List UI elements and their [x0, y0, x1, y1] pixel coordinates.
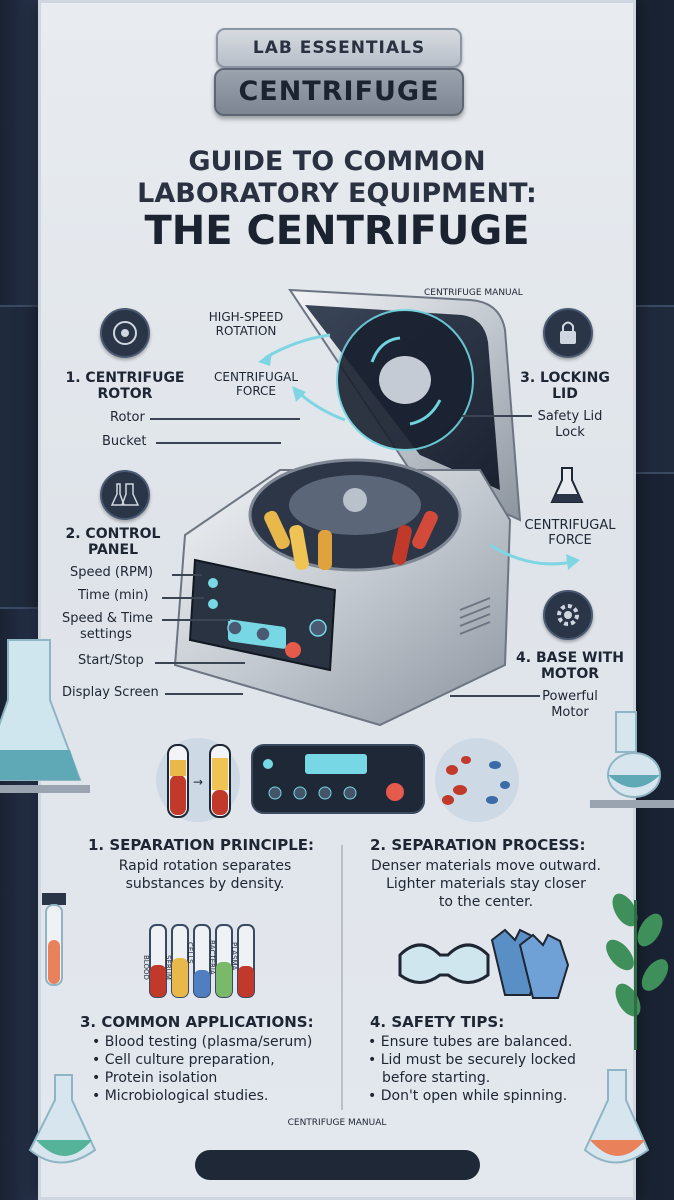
- badge-text: CENTRIFUGE: [238, 76, 440, 107]
- time-label: Time (min): [78, 588, 149, 603]
- base-title-1: 4. BASE WITH: [516, 650, 624, 666]
- title-line-3: THE CENTRIFUGE: [144, 208, 530, 254]
- s2-title: 2. SEPARATION PROCESS:: [370, 836, 586, 854]
- time-leader: [162, 597, 204, 599]
- s4-item: before starting.: [382, 1070, 491, 1086]
- speed-label: Speed (RPM): [70, 565, 154, 580]
- lid-title-1: 3. LOCKING: [520, 370, 610, 386]
- bottom-bar: [195, 1150, 480, 1180]
- base-sub-2: Motor: [551, 705, 589, 720]
- s1-line1: Rapid rotation separates: [118, 858, 292, 874]
- force-arrow-right: [489, 543, 573, 566]
- rotor-icon: [100, 308, 150, 358]
- tube-label-5: PLASMA: [230, 942, 238, 971]
- base-title-2: MOTOR: [540, 666, 600, 682]
- gear-icon: [543, 590, 593, 640]
- kicker-text: LAB ESSENTIALS: [252, 38, 426, 58]
- s3-item: • Microbiological studies.: [92, 1088, 269, 1104]
- high-speed-label-2: ROTATION: [215, 324, 277, 338]
- display-leader: [165, 693, 243, 695]
- badge-banner: CENTRIFUGE: [214, 68, 464, 116]
- gloves-icon: [490, 928, 570, 999]
- force-right-label-1: CENTRIFUGAL: [524, 518, 616, 533]
- force-right-label-2: FORCE: [548, 533, 592, 548]
- s3-item: • Cell culture preparation,: [92, 1052, 275, 1068]
- settings-label-2: settings: [80, 627, 132, 642]
- speed-leader: [172, 574, 202, 576]
- title-line-1: GUIDE TO COMMON: [188, 146, 486, 177]
- flask-right: [590, 711, 674, 808]
- s4-title: 4. SAFETY TIPS:: [370, 1013, 505, 1031]
- plant-illustration: [606, 893, 669, 1050]
- rotor-label: Rotor: [110, 410, 145, 425]
- force-left-label-2: FORCE: [235, 384, 277, 398]
- flask-bottom-left: [28, 1074, 97, 1164]
- lid-sub-2: Lock: [555, 425, 585, 440]
- tube-label-4: BACTERIA: [208, 940, 216, 975]
- tube-separation-illustration: →: [156, 738, 240, 822]
- control-title-2: PANEL: [87, 542, 138, 558]
- centrifuge-body: [173, 458, 512, 727]
- s4-item: • Ensure tubes are balanced.: [368, 1034, 573, 1050]
- lock-icon: [543, 308, 593, 358]
- rotor-title-1: 1. CENTRIFUGE: [65, 370, 185, 386]
- goggles-icon: [398, 943, 490, 984]
- s3-title: 3. COMMON APPLICATIONS:: [80, 1013, 314, 1031]
- flask-bottom-right: [583, 1069, 650, 1164]
- svg-text:→: →: [193, 775, 203, 789]
- s4-item: • Don't open while spinning.: [368, 1088, 568, 1104]
- s2-line3: to the center.: [438, 894, 534, 910]
- flask-left: [0, 639, 90, 793]
- rotor-title-2: ROTOR: [97, 386, 153, 402]
- rotation-arrow-upper: [264, 333, 331, 360]
- start-stop-label: Start/Stop: [78, 653, 144, 668]
- control-title-1: 2. CONTROL: [65, 526, 161, 542]
- start-stop-leader: [155, 662, 245, 664]
- test-tube-left: [42, 893, 66, 986]
- settings-leader: [162, 619, 230, 621]
- title-line-2: LABORATORY EQUIPMENT:: [137, 178, 537, 209]
- beaker-icon: [550, 466, 584, 506]
- display-label: Display Screen: [62, 685, 159, 700]
- s3-item: • Protein isolation: [92, 1070, 218, 1086]
- density-particles-illustration: [435, 738, 519, 822]
- s1-title: 1. SEPARATION PRINCIPLE:: [88, 836, 315, 854]
- s2-line2: Lighter materials stay closer: [386, 876, 586, 892]
- sample-tubes-rack: [149, 924, 255, 998]
- control-panel-illustration: [251, 744, 425, 814]
- bucket-label: Bucket: [102, 434, 147, 449]
- tube-label-2: SERUM: [164, 955, 172, 980]
- lid-sub-1: Safety Lid: [537, 409, 603, 424]
- flask-icon: [100, 470, 150, 520]
- device-top-label: CENTRIFUGE MANUAL: [424, 288, 523, 298]
- tube-label-1: BLOOD: [142, 955, 150, 980]
- kicker-banner: LAB ESSENTIALS: [216, 28, 462, 68]
- bucket-leader: [156, 442, 281, 444]
- tube-label-3: CELLS: [186, 942, 194, 964]
- rotor-leader: [150, 418, 300, 420]
- s1-line2: substances by density.: [125, 876, 285, 892]
- force-left-label-1: CENTRIFUGAL: [213, 370, 299, 384]
- base-sub-1: Powerful: [542, 689, 598, 704]
- base-leader: [450, 695, 540, 697]
- lid-title-2: LID: [552, 386, 578, 402]
- s3-item: • Blood testing (plasma/serum): [92, 1034, 313, 1050]
- locking-lid: [288, 288, 522, 522]
- settings-label-1: Speed & Time: [62, 611, 153, 626]
- s2-line1: Denser materials move outward.: [371, 858, 601, 874]
- footer-label: CENTRIFUGE MANUAL: [287, 1118, 387, 1128]
- s4-item: • Lid must be securely locked: [368, 1052, 576, 1068]
- lid-leader: [462, 415, 532, 417]
- high-speed-label-1: HIGH-SPEED: [208, 310, 284, 324]
